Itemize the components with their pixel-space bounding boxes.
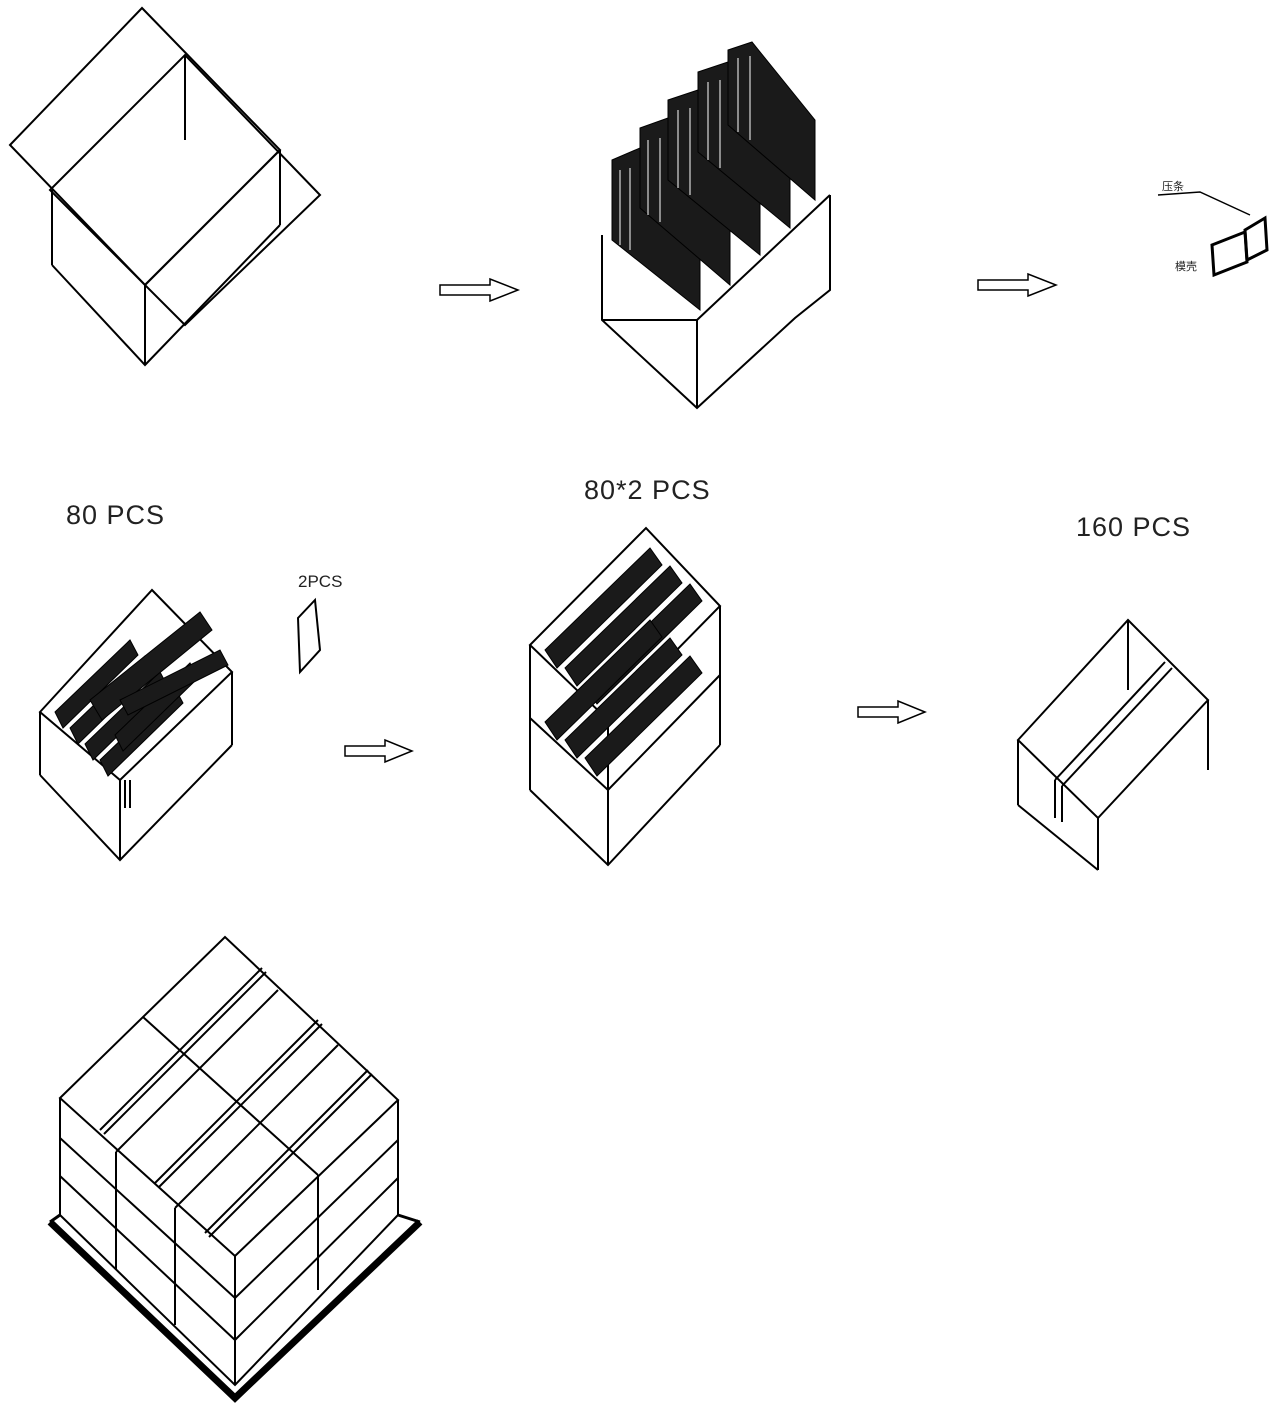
arrow-right-icon [858,701,925,723]
arrow-right-icon [978,274,1056,296]
count-label-80x2pcs: 80*2 PCS [584,475,711,506]
arrow-right-icon [345,740,412,762]
count-label-80pcs: 80 PCS [66,500,165,531]
count-label-160pcs: 160 PCS [1076,512,1191,543]
divider-count-label: 2PCS [298,572,342,592]
arrow-right-icon [440,279,518,301]
pallet-stack [50,937,420,1398]
shell-label: 模壳 [1175,258,1197,274]
open-carton [10,8,320,365]
sealed-box-160pcs [1018,620,1208,870]
divider-sheet [298,600,320,672]
box-80pcs [40,590,232,860]
filled-carton [602,42,830,408]
box-80x2pcs [530,528,720,865]
strip-label: 压条 [1162,178,1184,194]
